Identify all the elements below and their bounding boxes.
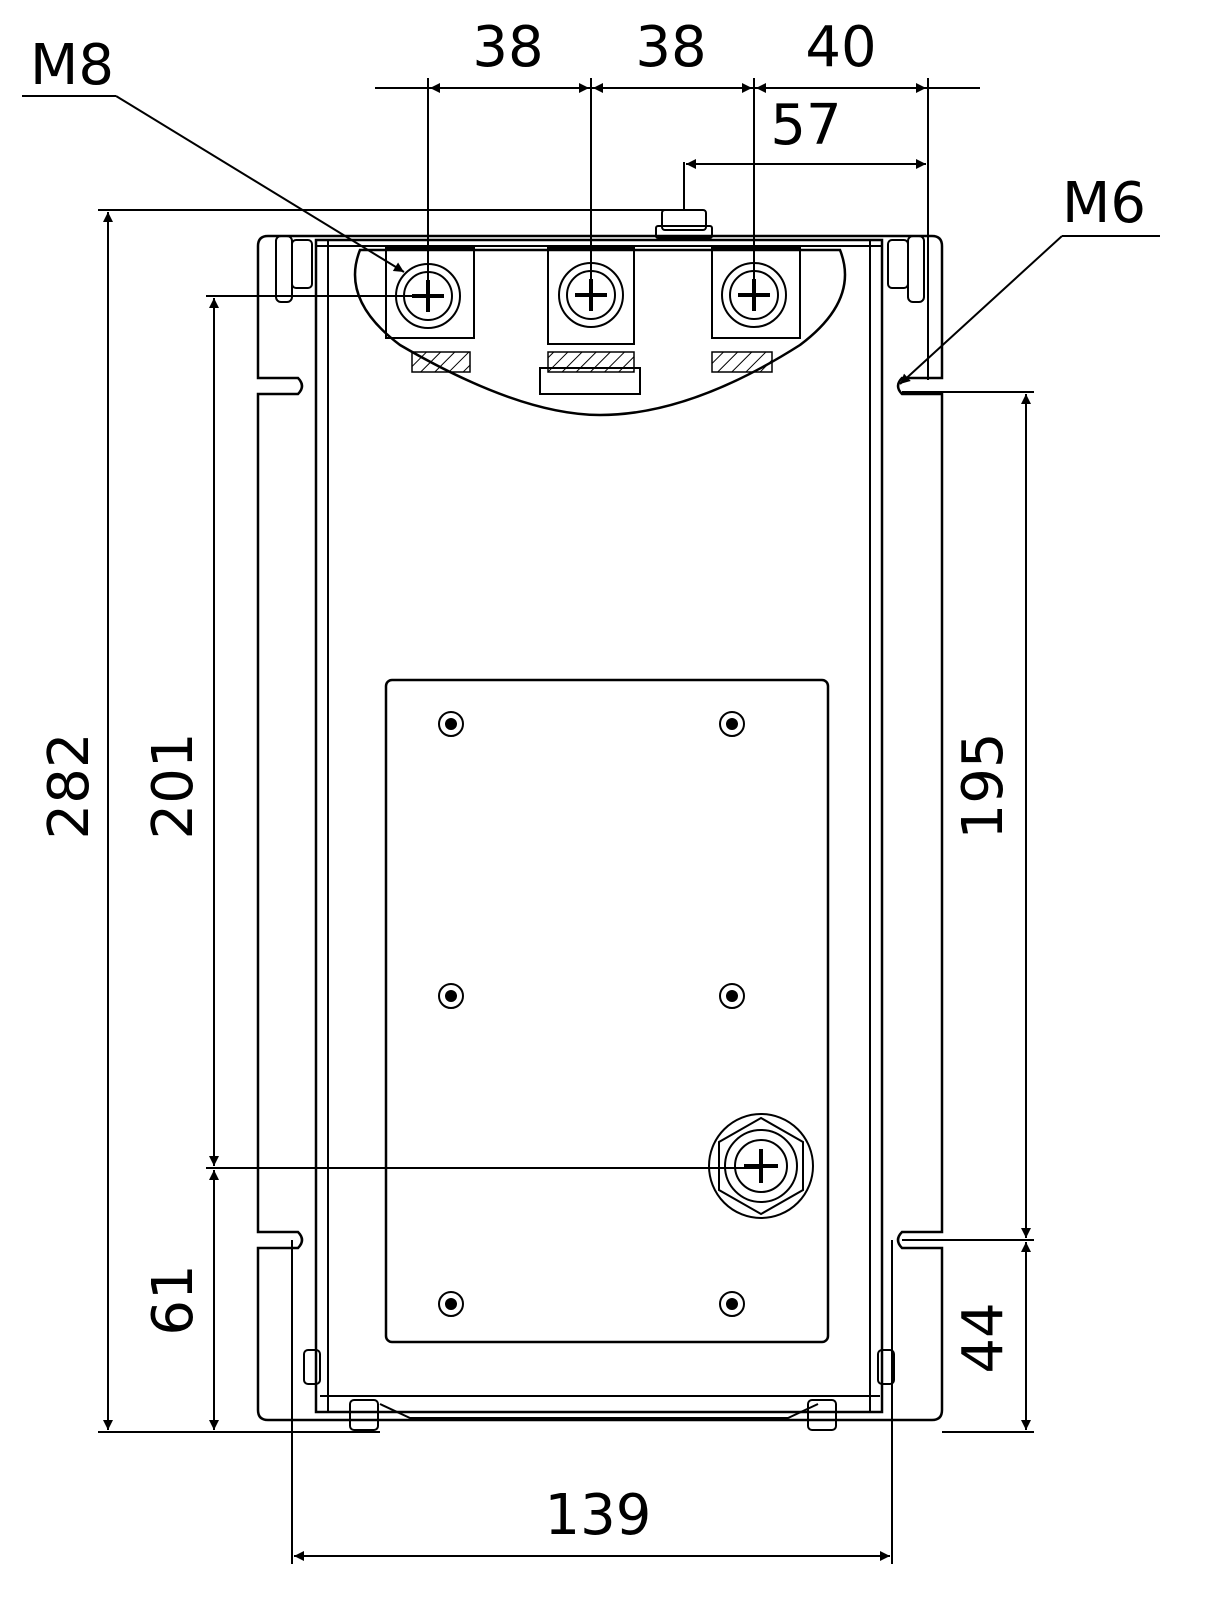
dim-139: 139 [545,1483,652,1548]
dim-201: 201 [141,733,206,840]
terminal-window [353,248,847,417]
panel-screw [719,1291,745,1317]
dim-282: 282 [37,733,102,840]
dim-38-left: 38 [472,15,543,80]
terminal-left [385,247,475,373]
dim-44: 44 [951,1302,1016,1373]
thread-m6-label: M6 [1062,171,1146,236]
housing [275,209,925,1431]
panel-screw [719,711,745,737]
dim-40: 40 [805,15,876,80]
dimension-lines [22,78,1160,1564]
thread-m8-label: M8 [30,33,114,98]
front-panel [384,678,830,1344]
dim-195: 195 [951,733,1016,840]
ground-terminal [708,1113,814,1219]
terminal-center [539,247,641,395]
mounting-plate [256,234,944,1422]
dim-57: 57 [770,93,841,158]
terminal-right [711,247,801,373]
dim-38-right: 38 [635,15,706,80]
dim-61: 61 [141,1264,206,1335]
panel-screw [719,983,745,1009]
panel-screw [438,1291,464,1317]
panel-screw [438,711,464,737]
panel-screw [438,983,464,1009]
